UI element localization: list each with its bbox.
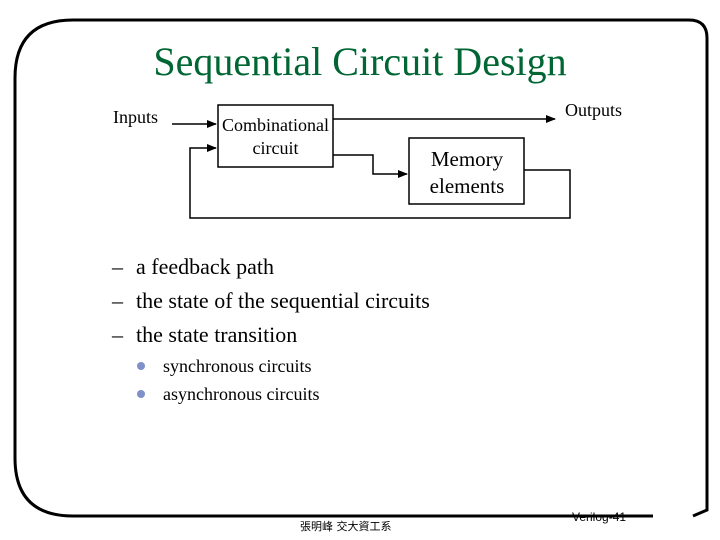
combinational-block — [217, 104, 334, 168]
bullet-dash: – — [112, 288, 123, 313]
memory-block — [408, 137, 525, 205]
bullet-text: the state transition — [136, 322, 298, 347]
footer-page-number: Verilog-41 — [572, 510, 627, 524]
slide-title: Sequential Circuit Design — [153, 39, 567, 84]
bullet-dash: – — [112, 254, 123, 279]
outputs-label: Outputs — [565, 100, 623, 120]
bullet-item: –the state of the sequential circuits — [112, 284, 430, 318]
bullet-list: –a feedback path –the state of the seque… — [112, 250, 430, 352]
feedback-path — [189, 144, 571, 219]
bullet-text: a feedback path — [136, 254, 275, 279]
sub-bullet-item: synchronous circuits — [137, 352, 319, 380]
memory-label: Memory elements — [429, 147, 505, 199]
bullet-dash: – — [112, 322, 123, 347]
footer-author: 張明峰 交大資工系 — [300, 520, 392, 533]
sub-bullet-text: synchronous circuits — [163, 356, 312, 376]
inputs-label: Inputs — [113, 107, 158, 127]
sub-bullet-text: asynchronous circuits — [163, 384, 320, 404]
comb-to-memory-arrow — [333, 154, 408, 178]
combinational-label: Combinational circuit — [222, 115, 329, 159]
sub-bullet-list: synchronous circuits asynchronous circui… — [137, 352, 319, 408]
bullet-text: the state of the sequential circuits — [136, 288, 430, 313]
bullet-item: –a feedback path — [112, 250, 430, 284]
bullet-item: –the state transition — [112, 318, 430, 352]
bullet-dot-icon — [137, 389, 145, 398]
sub-bullet-item: asynchronous circuits — [137, 380, 319, 408]
bullet-dot-icon — [137, 361, 145, 370]
